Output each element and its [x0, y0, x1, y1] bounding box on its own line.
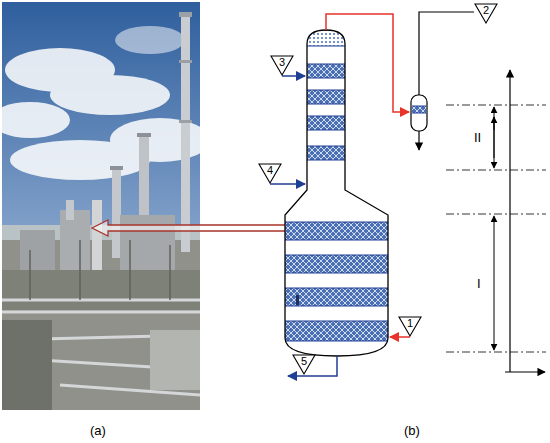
packing-beds [280, 255, 392, 273]
refinery-photo [60, 210, 90, 280]
refinery-photo [179, 12, 192, 17]
refinery-photo [50, 75, 170, 115]
refinery-photo [66, 200, 74, 220]
refinery-photo [181, 12, 190, 252]
packing-beds [280, 341, 392, 342]
packing-beds [280, 255, 392, 256]
packing-beds [280, 321, 392, 341]
column [285, 30, 388, 356]
column [285, 30, 388, 356]
refinery-photo [2, 26, 200, 180]
refinery-photo [29, 250, 31, 300]
section-label: II [474, 130, 481, 145]
refinery-photo [2, 320, 52, 410]
stream-number-text: 1 [398, 316, 422, 329]
refinery-photo [137, 133, 151, 137]
height-axis [446, 105, 546, 352]
stream-number-text: 5 [292, 354, 316, 367]
packing-beds [280, 288, 392, 289]
packing-beds [280, 273, 392, 274]
refinery-photo [179, 60, 192, 63]
packing-beds [280, 46, 392, 341]
stream-number: 1 [398, 316, 422, 337]
height-axis [446, 105, 546, 106]
stream-number: 2 [474, 3, 498, 24]
height-axis [494, 216, 495, 280]
refinery-photo [129, 240, 131, 300]
refinery-photo [30, 240, 170, 300]
stream-line [390, 336, 410, 338]
refinery-photo [112, 168, 121, 258]
refinery-photo [120, 215, 175, 275]
refinery-photo [2, 102, 70, 138]
stream-line [288, 356, 337, 376]
height-axis [494, 280, 495, 350]
section-label: I [477, 276, 481, 291]
refinery-photo [115, 26, 185, 54]
stream-line [282, 75, 305, 77]
refinery-photo [2, 2, 200, 410]
refinery-photo [79, 240, 81, 300]
gas-outlet-line [419, 12, 474, 95]
separator-drum [412, 106, 426, 113]
refinery-photo [92, 200, 102, 280]
refinery-photo [10, 140, 150, 180]
height-axis [509, 70, 510, 372]
stream-number-text: 3 [270, 55, 294, 68]
refinery-photo [169, 245, 171, 300]
height-axis [446, 170, 546, 171]
panel-label: (b) [404, 423, 420, 438]
packing-beds [280, 240, 392, 241]
packing-beds [280, 288, 392, 306]
stream-number: 5 [292, 354, 316, 375]
separator-drum [411, 95, 427, 131]
height-axis [494, 107, 495, 130]
height-axis [446, 352, 546, 353]
refinery-photo [179, 120, 192, 123]
packing-beds [280, 222, 392, 223]
refinery-photo [2, 2, 200, 410]
height-axis [446, 214, 546, 215]
stream-number: 4 [258, 163, 282, 184]
separator-drum [411, 95, 427, 131]
separator-drum [412, 106, 426, 107]
height-axis [505, 371, 545, 372]
column [280, 30, 392, 356]
liquid-outlet-line [418, 131, 419, 150]
stream-number-text: 4 [258, 163, 282, 176]
packing-beds [280, 321, 392, 322]
separator-drum [412, 113, 426, 114]
height-axis [446, 70, 546, 372]
packing-beds [296, 295, 299, 305]
panel-label: (a) [90, 423, 106, 438]
stream-number: 3 [270, 55, 294, 76]
packing-beds [280, 30, 392, 341]
refinery-photo [150, 330, 200, 390]
refinery-photo [2, 311, 200, 314]
packing-beds [280, 306, 392, 307]
vapour-line [326, 14, 409, 112]
packing-beds [280, 222, 392, 240]
stream-number-text: 2 [474, 3, 498, 16]
stream-line [270, 183, 305, 185]
refinery-photo [110, 166, 123, 170]
